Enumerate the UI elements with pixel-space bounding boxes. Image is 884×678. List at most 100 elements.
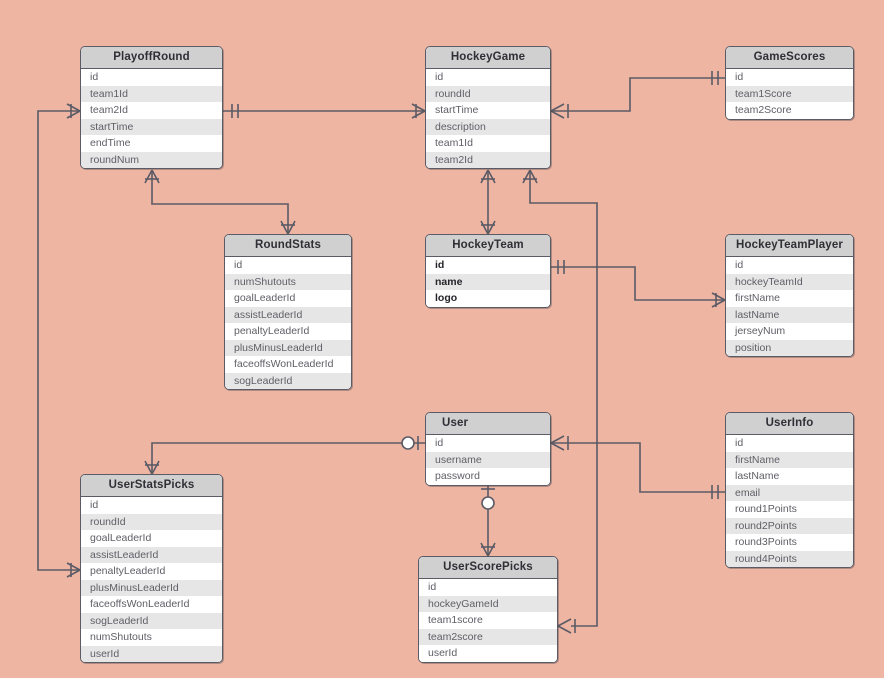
entity-title: GameScores <box>726 47 853 69</box>
entity-title: RoundStats <box>225 235 351 257</box>
zero-user-left <box>401 436 415 450</box>
entity-attribute[interactable]: round4Points <box>726 550 853 567</box>
entity-attribute[interactable]: goalLeaderId <box>81 530 222 547</box>
entity-attribute[interactable]: startTime <box>426 102 550 119</box>
entity-attribute[interactable]: numShutouts <box>81 629 222 646</box>
entity-attribute[interactable]: sogLeaderId <box>225 372 351 389</box>
entity-title: HockeyTeam <box>426 235 550 257</box>
entity-attribute[interactable]: lastName <box>726 306 853 323</box>
wire-user-userinfo <box>551 442 725 493</box>
entity-attribute[interactable]: team2Score <box>726 102 853 119</box>
entity-attribute[interactable]: team2Id <box>81 102 222 119</box>
entity-attribute[interactable]: penaltyLeaderId <box>81 563 222 580</box>
entity-attribute[interactable]: id <box>426 257 550 274</box>
entity-attribute[interactable]: id <box>426 435 550 452</box>
entity-attribute[interactable]: round1Points <box>726 501 853 518</box>
entity-attribute[interactable]: username <box>426 451 550 468</box>
entity-title: HockeyTeamPlayer <box>726 235 853 257</box>
entity-attribute[interactable]: hockeyGameId <box>419 595 557 612</box>
crow-roundstats-top <box>280 220 296 235</box>
entity-title: UserStatsPicks <box>81 475 222 497</box>
crow-playoffround-bottom <box>144 169 160 184</box>
entity-attribute[interactable]: description <box>426 118 550 135</box>
entity-attribute[interactable]: userId <box>419 645 557 662</box>
entity-attribute[interactable]: id <box>81 69 222 86</box>
entity-title: HockeyGame <box>426 47 550 69</box>
entity-title: PlayoffRound <box>81 47 222 69</box>
crow-hockeyteamplayer-left <box>711 292 726 308</box>
entity-attribute[interactable]: id <box>726 435 853 452</box>
entity-attribute[interactable]: sogLeaderId <box>81 612 222 629</box>
entity-attribute[interactable]: team2score <box>419 628 557 645</box>
entity-attribute[interactable]: email <box>726 484 853 501</box>
entity-attribute[interactable]: plusMinusLeaderId <box>225 339 351 356</box>
entity-attribute[interactable]: numShutouts <box>225 273 351 290</box>
crow-user-right <box>550 435 565 451</box>
crow-hockeyteam-top <box>480 220 496 235</box>
zero-user-bottom <box>481 496 495 510</box>
entity-title: UserScorePicks <box>419 557 557 579</box>
entity-attribute[interactable]: id <box>81 497 222 514</box>
entity-attribute[interactable]: lastName <box>726 468 853 485</box>
wire-hockeygame-gamescores <box>551 77 725 112</box>
entity-attribute[interactable]: id <box>225 257 351 274</box>
entity-attribute[interactable]: userId <box>81 645 222 662</box>
entity-attribute[interactable]: endTime <box>81 135 222 152</box>
entity-attribute[interactable]: id <box>419 579 557 596</box>
entity-attribute[interactable]: team2Id <box>426 151 550 168</box>
entity-attribute[interactable]: id <box>726 69 853 86</box>
entity-attribute[interactable]: firstName <box>726 290 853 307</box>
entity-attribute[interactable]: roundId <box>426 85 550 102</box>
entity-title: User <box>426 413 550 435</box>
entity-attribute[interactable]: round2Points <box>726 517 853 534</box>
crow-userscorepicks-top <box>480 542 496 557</box>
entity-attribute[interactable]: firstName <box>726 451 853 468</box>
crow-playoffround-left <box>66 103 81 119</box>
crow-userscorepicks-right <box>557 618 572 634</box>
crow-userstatspicks-top <box>144 460 160 475</box>
entity-attribute[interactable]: name <box>426 273 550 290</box>
entity-title: UserInfo <box>726 413 853 435</box>
entity-attribute[interactable]: assistLeaderId <box>225 306 351 323</box>
entity-attribute[interactable]: faceoffsWonLeaderId <box>81 596 222 613</box>
entity-attribute[interactable]: password <box>426 468 550 485</box>
crow-hockeygame-right <box>550 103 565 119</box>
crow-hockeygame-left <box>411 103 426 119</box>
entity-attribute[interactable]: position <box>726 339 853 356</box>
crow-hockeygame-bottom-right <box>522 169 538 184</box>
entity-attribute[interactable]: id <box>426 69 550 86</box>
wire-playoffround-userstatspicks <box>37 110 80 571</box>
entity-attribute[interactable]: assistLeaderId <box>81 546 222 563</box>
entity-attribute[interactable]: roundId <box>81 513 222 530</box>
entity-attribute[interactable]: logo <box>426 290 550 307</box>
entity-attribute[interactable]: team1score <box>419 612 557 629</box>
crow-userstatspicks-left <box>66 562 81 578</box>
entity-attribute[interactable]: plusMinusLeaderId <box>81 579 222 596</box>
entity-attribute[interactable]: roundNum <box>81 151 222 168</box>
entity-attribute[interactable]: goalLeaderId <box>225 290 351 307</box>
wire-playoffround-roundstats <box>151 170 289 234</box>
entity-attribute[interactable]: faceoffsWonLeaderId <box>225 356 351 373</box>
entity-attribute[interactable]: jerseyNum <box>726 323 853 340</box>
entity-attribute[interactable]: id <box>726 257 853 274</box>
wire-user-userstatspicks <box>151 442 425 474</box>
entity-attribute[interactable]: hockeyTeamId <box>726 273 853 290</box>
entity-attribute[interactable]: team1Id <box>426 135 550 152</box>
crow-hockeygame-bottom-left <box>480 169 496 184</box>
entity-attribute[interactable]: round3Points <box>726 534 853 551</box>
entity-attribute[interactable]: team1Id <box>81 85 222 102</box>
entity-attribute[interactable]: startTime <box>81 118 222 135</box>
entity-attribute[interactable]: penaltyLeaderId <box>225 323 351 340</box>
entity-attribute[interactable]: team1Score <box>726 85 853 102</box>
